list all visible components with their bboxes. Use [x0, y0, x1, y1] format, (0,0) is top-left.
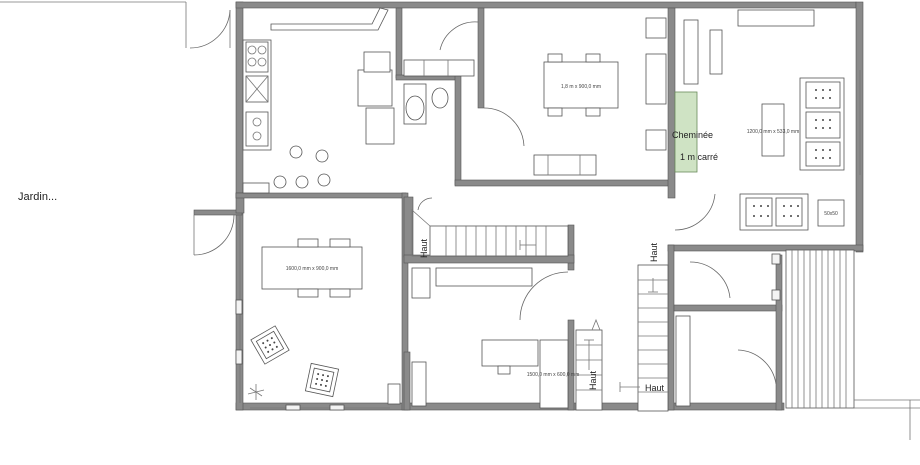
fireplace: Cheminée 1 m carré [672, 91, 718, 173]
fireplace-label: Cheminée [672, 130, 713, 140]
office: 1500,0 mm x 600,0 mm [387, 267, 580, 409]
garden-door-top [0, 1, 231, 49]
garden-room-table [261, 246, 363, 290]
wc [403, 21, 525, 147]
stair-up-label-1: Haut [419, 238, 429, 258]
terrace-deck [785, 249, 920, 440]
interior-walls [235, 7, 864, 411]
kitchen [242, 7, 395, 194]
living-table-label: 1200,0 mm x 533,0 mm [747, 129, 800, 135]
stair-up-label-4: Haut [645, 383, 665, 393]
living-room: 1200,0 mm x 533,0 mm 50x50 [674, 9, 861, 231]
stairs-upper: Haut [411, 197, 569, 258]
dining-table [543, 61, 619, 109]
desk-label: 1500,0 mm x 600,0 mm [527, 372, 580, 378]
garden-room-table-label: 1600,0 mm x 900,0 mm [286, 266, 339, 272]
desk [481, 339, 539, 367]
dining-table-label: 1,8 m x 900,0 mm [561, 84, 601, 90]
stairs-right: Haut Haut Haut [575, 242, 669, 412]
garden-door-side [193, 214, 235, 256]
fireplace-area-label: 1 m carré [680, 152, 718, 162]
small-square-label: 50x50 [824, 211, 838, 217]
garden-room: 1600,0 mm x 900,0 mm [247, 238, 363, 400]
stair-up-label-3: Haut [588, 370, 598, 390]
stair-up-label-2: Haut [649, 242, 659, 262]
right-rooms [675, 253, 781, 407]
garden-label: Jardin... [18, 191, 57, 203]
dining-room: 1,8 m x 900,0 mm [533, 17, 667, 176]
garden-room-windows [235, 215, 390, 411]
